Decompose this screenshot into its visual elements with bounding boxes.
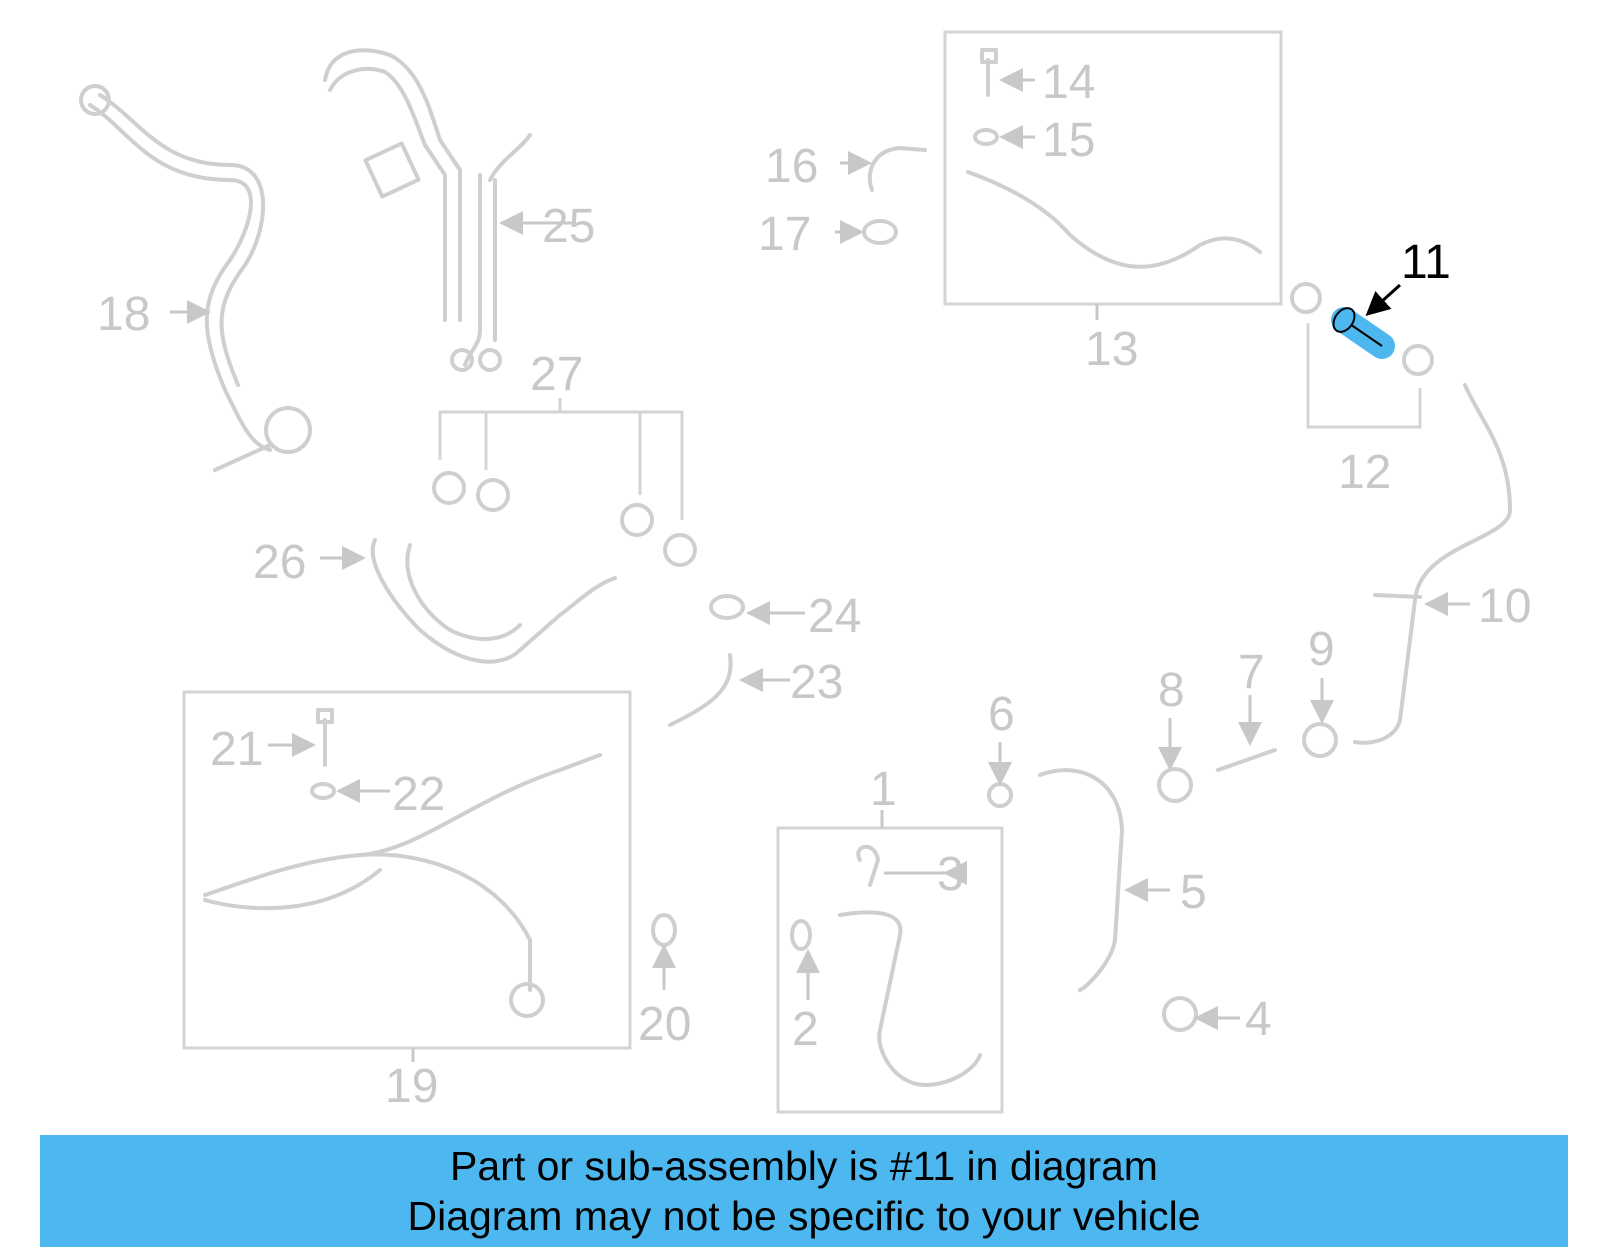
banner-line-2: Diagram may not be specific to your vehi… [407, 1193, 1201, 1239]
part-15-washer[interactable] [973, 128, 999, 146]
callout-17: 17 [758, 208, 811, 261]
part-10-pipe[interactable] [1353, 383, 1512, 745]
part-4-clamp[interactable] [1162, 996, 1198, 1032]
callout-25: 25 [542, 200, 595, 253]
callout-11: 11 [1401, 236, 1451, 289]
part-11-hose[interactable] [1329, 304, 1395, 359]
callout-5: 5 [1180, 866, 1207, 919]
part-22-washer[interactable] [310, 782, 336, 800]
part-21-bolt[interactable] [316, 708, 334, 767]
part-6-washer[interactable] [987, 782, 1013, 808]
part-1-hose[interactable] [838, 910, 982, 1087]
leader-line-11 [1365, 283, 1402, 317]
part-20-washer[interactable] [651, 913, 677, 947]
callout-4: 4 [1245, 993, 1272, 1046]
part-19-pipe[interactable] [203, 753, 602, 992]
callout-13: 13 [1085, 323, 1138, 376]
group-box-19 [182, 690, 632, 1050]
callout-20: 20 [638, 998, 691, 1051]
part-2-washer[interactable] [790, 919, 812, 951]
callout-24: 24 [808, 590, 861, 643]
callout-7: 7 [1238, 646, 1265, 699]
part-13-pipe[interactable] [966, 170, 1262, 269]
part-23-hose[interactable] [668, 653, 733, 727]
callout-22: 22 [392, 768, 445, 821]
callout-15: 15 [1042, 114, 1095, 167]
part-25-pipe[interactable] [323, 48, 532, 372]
callout-14: 14 [1042, 56, 1095, 109]
part-8-clamp[interactable] [1157, 767, 1193, 803]
callout-16: 16 [765, 140, 818, 193]
part-14-bolt[interactable] [980, 48, 998, 97]
part-27-clamps[interactable] [432, 398, 697, 567]
group-box-13 [943, 30, 1283, 306]
part-3-clip[interactable] [856, 844, 880, 887]
part-5-pipe[interactable] [1038, 768, 1124, 992]
callout-2: 2 [792, 1003, 819, 1056]
callout-9: 9 [1308, 623, 1335, 676]
callout-1: 1 [870, 763, 897, 816]
part-16-hose[interactable] [867, 146, 927, 192]
leader-lines [170, 68, 1470, 1062]
part-12-clamps[interactable] [1290, 282, 1434, 429]
info-banner: Part or sub-assembly is #11 in diagram D… [40, 1135, 1568, 1247]
callout-23: 23 [790, 656, 843, 709]
callout-10: 10 [1478, 580, 1531, 633]
part-7-hose[interactable] [1216, 748, 1277, 772]
part-17-clamp[interactable] [862, 219, 898, 245]
callout-labels: 1 2 3 4 5 6 7 8 9 10 11 12 13 14 15 16 1… [97, 56, 1531, 1113]
callout-8: 8 [1158, 664, 1185, 717]
callout-21: 21 [210, 723, 263, 776]
group-box-1 [776, 826, 1004, 1114]
banner-line-1: Part or sub-assembly is #11 in diagram [450, 1143, 1158, 1189]
callout-26: 26 [253, 536, 306, 589]
callout-19: 19 [385, 1060, 438, 1113]
part-9-clamp[interactable] [1302, 722, 1338, 758]
callout-12: 12 [1338, 446, 1391, 499]
part-26-pipe[interactable] [370, 538, 617, 664]
part-18-hose[interactable] [79, 84, 312, 472]
callout-6: 6 [988, 688, 1015, 741]
callout-3: 3 [937, 848, 964, 901]
part-24-clamp[interactable] [709, 594, 745, 620]
callout-18: 18 [97, 288, 150, 341]
callout-27: 27 [530, 348, 583, 401]
